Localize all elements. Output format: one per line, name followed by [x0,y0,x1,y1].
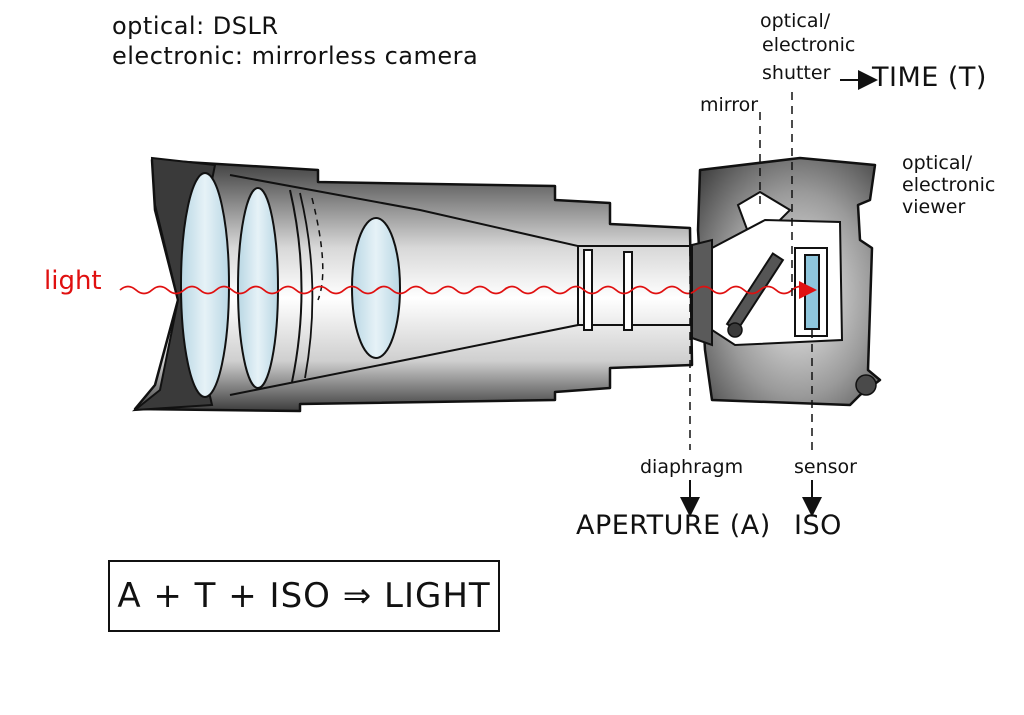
exposure-formula: A + T + ISO ⇒ LIGHT [117,576,491,616]
formula-box: A + T + ISO ⇒ LIGHT [108,560,500,632]
lens-element-front [180,172,230,398]
shutter-label-3: shutter [762,62,831,84]
aperture-label: APERTURE (A) [576,510,771,541]
lens-cone-outline [229,174,579,396]
lens-tube-lines [578,245,690,326]
mirror-pivot [727,322,743,338]
iso-label: ISO [794,510,842,541]
lens-element-4 [299,192,314,379]
lens-element-rear [351,217,401,359]
lens-element-2 [237,187,279,389]
mirror-label: mirror [700,94,759,116]
camera-knob [855,374,877,396]
diaphragm-label: diaphragm [640,456,744,478]
viewer-label-3: viewer [902,196,966,218]
time-label: TIME (T) [872,62,987,93]
lens-element-3 [289,189,303,383]
shutter-label-1: optical/ [760,10,831,32]
light-label: light [44,266,102,296]
viewer-label-1: optical/ [902,152,973,174]
note-mirrorless: electronic: mirrorless camera [112,42,479,70]
lens-element-5 [311,197,324,301]
light-ray [119,277,815,296]
shutter-label-2: electronic [762,34,856,56]
sensor [804,254,820,330]
viewer-label-2: electronic [902,174,996,196]
lens-mount [691,238,713,347]
note-dslr: optical: DSLR [112,12,279,40]
sensor-label: sensor [794,456,857,478]
sensor-housing [794,247,828,337]
